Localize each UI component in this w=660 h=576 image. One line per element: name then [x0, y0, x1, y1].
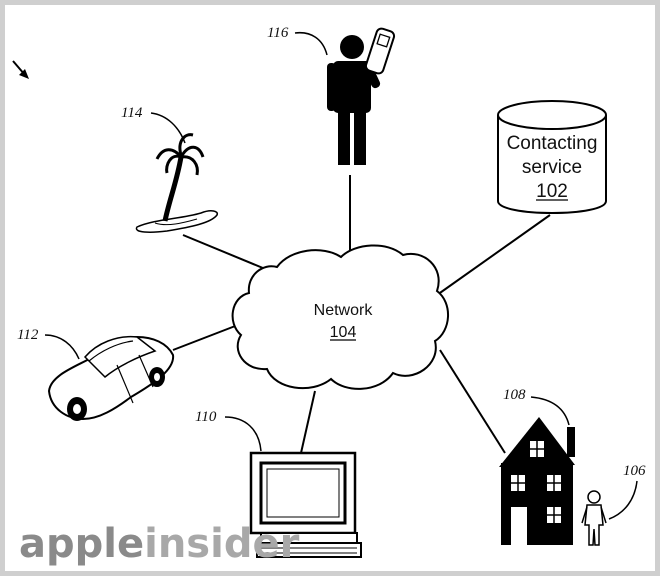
- ref-car: 112: [17, 327, 39, 343]
- network-diagram: Network 104 Contacting service 102 116 1…: [12, 25, 646, 567]
- car-icon: [47, 335, 175, 421]
- ref-person-phone: 116: [267, 25, 289, 41]
- link-service-network: [436, 214, 551, 296]
- corner-arrow-icon: [12, 60, 29, 79]
- connector-lines: [172, 175, 551, 454]
- contacting-service-database: Contacting service 102: [497, 100, 607, 214]
- person-with-phone-icon: [327, 27, 396, 165]
- palm-island-icon: [135, 133, 219, 233]
- ref-island: 114: [121, 105, 143, 121]
- link-island-network: [182, 234, 276, 274]
- service-label-line2: service: [522, 157, 582, 178]
- service-label-line1: Contacting: [507, 133, 598, 154]
- svg-text:appleinsider: appleinsider: [19, 521, 300, 567]
- network-label: Network: [314, 302, 374, 319]
- watermark-insider: insider: [144, 521, 299, 567]
- link-car-network: [172, 322, 244, 351]
- link-computer-network: [300, 390, 316, 454]
- service-ref: 102: [536, 181, 568, 202]
- link-house-network: [439, 349, 506, 454]
- ref-small-person: 106: [623, 463, 646, 479]
- computer-icon: [249, 451, 362, 558]
- small-person-icon: [581, 490, 607, 546]
- house-icon: [499, 417, 575, 545]
- network-cloud: Network 104: [231, 244, 450, 390]
- network-ref: 104: [330, 324, 357, 341]
- appleinsider-watermark: appleinsider: [19, 521, 300, 567]
- ref-computer: 110: [195, 409, 217, 425]
- watermark-apple: apple: [19, 521, 144, 567]
- ref-house: 108: [503, 387, 526, 403]
